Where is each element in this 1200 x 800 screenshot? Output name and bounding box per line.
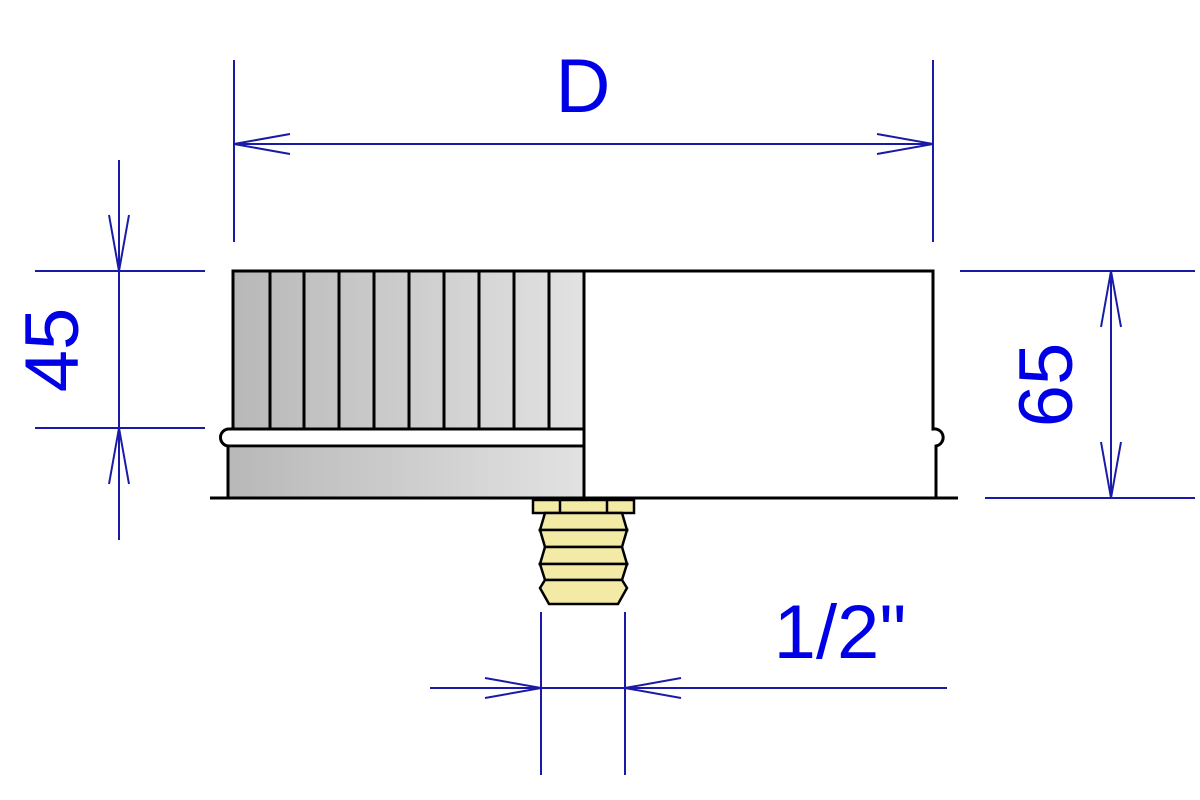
cap-body <box>210 269 958 500</box>
hose-fitting <box>531 498 636 606</box>
dimension-45 <box>35 160 205 540</box>
ribs <box>268 271 586 498</box>
dimension-d <box>233 60 934 242</box>
dimension-half-inch-label: 1/2" <box>774 590 907 675</box>
dimension-half-inch <box>430 612 947 775</box>
dimension-45-label: 45 <box>10 308 95 393</box>
dimension-65 <box>960 270 1195 499</box>
cap-outline <box>231 269 945 498</box>
dimension-d-label: D <box>556 44 611 129</box>
bead-ring-left <box>219 427 586 448</box>
dimension-65-label: 65 <box>1004 343 1089 428</box>
lower-band <box>228 448 584 498</box>
